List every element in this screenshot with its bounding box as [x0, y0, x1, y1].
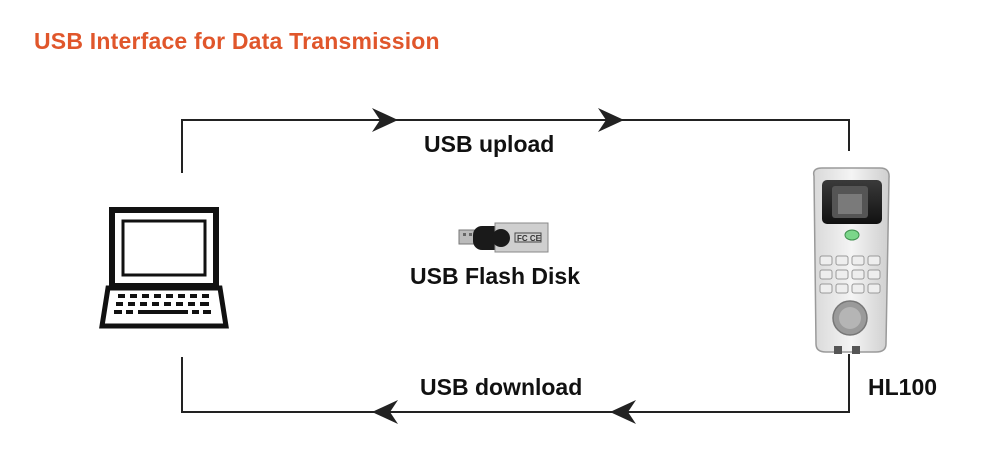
upload-path [181, 108, 850, 173]
svg-text:FC CE: FC CE [517, 234, 542, 243]
diagram-title: USB Interface for Data Transmission [34, 28, 440, 54]
usb-flash-drive-icon: FC CE [458, 222, 549, 253]
upload-arrow-2 [598, 108, 624, 132]
download-arrow-2 [372, 400, 398, 424]
laptop-icon [99, 207, 229, 329]
device-label: HL100 [868, 374, 938, 400]
flash-disk-label: USB Flash Disk [410, 263, 580, 289]
fingerprint-terminal-icon [812, 167, 890, 354]
upload-arrow-1 [372, 108, 398, 132]
download-label: USB download [420, 374, 583, 400]
download-arrow-1 [610, 400, 636, 424]
download-path [181, 354, 850, 424]
upload-label: USB upload [424, 131, 555, 157]
